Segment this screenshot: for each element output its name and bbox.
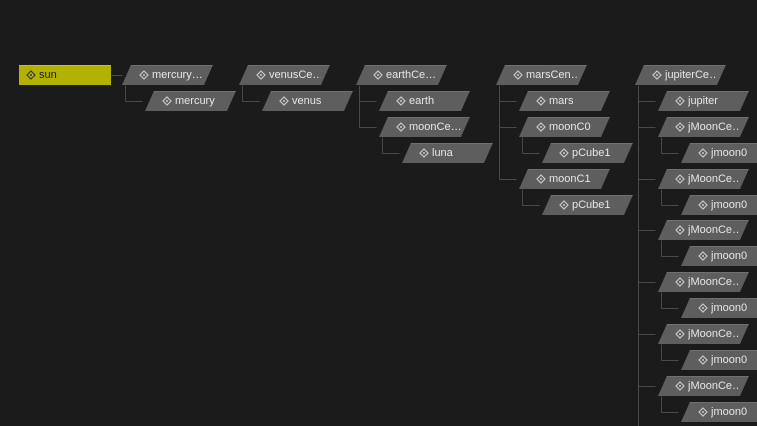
node-label: jMoonCe… <box>688 328 740 340</box>
transform-node-icon <box>419 148 429 158</box>
transform-node-icon <box>536 174 546 184</box>
node-jupiter[interactable]: jupiter <box>658 91 749 111</box>
node-jmoon-center[interactable]: jMoonCe… <box>658 117 749 137</box>
transform-node-icon <box>698 148 708 158</box>
transform-node-icon <box>698 200 708 210</box>
node-label: moonCe… <box>409 121 461 133</box>
node-label: jmoon0 <box>711 406 748 418</box>
node-label: venus <box>292 95 322 107</box>
transform-node-icon <box>396 122 406 132</box>
node-jmoon0[interactable]: jmoon0 <box>681 298 757 318</box>
transform-node-icon <box>373 70 383 80</box>
node-label: jmoon0 <box>711 147 748 159</box>
transform-node-icon <box>26 70 36 80</box>
transform-node-icon <box>536 122 546 132</box>
transform-node-icon <box>162 96 172 106</box>
node-moon-center[interactable]: moonCe… <box>379 117 470 137</box>
node-label: jMoonCe… <box>688 380 740 392</box>
node-label: moonC1 <box>549 173 591 185</box>
transform-node-icon <box>675 96 685 106</box>
transform-node-icon <box>559 200 569 210</box>
node-jmoon-center[interactable]: jMoonCe… <box>658 169 749 189</box>
node-venus[interactable]: venus <box>262 91 353 111</box>
transform-node-icon <box>675 122 685 132</box>
node-jmoon-center[interactable]: jMoonCe… <box>658 324 749 344</box>
transform-node-icon <box>698 355 708 365</box>
node-mercury[interactable]: mercury <box>145 91 236 111</box>
transform-node-icon <box>698 251 708 261</box>
node-label: jmoon0 <box>711 302 748 314</box>
transform-node-icon <box>396 96 406 106</box>
node-label: jMoonCe… <box>688 173 740 185</box>
node-jmoon0[interactable]: jmoon0 <box>681 402 757 422</box>
node-label: jmoon0 <box>711 199 748 211</box>
node-label: jMoonCe… <box>688 224 740 236</box>
node-venus-center[interactable]: venusCe… <box>239 65 330 85</box>
node-label: jupiter <box>688 95 718 107</box>
node-jmoon-center[interactable]: jMoonCe… <box>658 376 749 396</box>
node-label: moonC0 <box>549 121 591 133</box>
node-label: jMoonCe… <box>688 276 740 288</box>
node-label: marsCen… <box>526 69 578 81</box>
node-jmoon0[interactable]: jmoon0 <box>681 246 757 266</box>
node-label: jmoon0 <box>711 250 748 262</box>
transform-node-icon <box>675 277 685 287</box>
node-jmoon0[interactable]: jmoon0 <box>681 350 757 370</box>
node-label: jmoon0 <box>711 354 748 366</box>
node-moonc1[interactable]: moonC1 <box>519 169 610 189</box>
node-label: earth <box>409 95 435 107</box>
node-shape <box>19 65 111 85</box>
node-pcube1[interactable]: pCube1 <box>542 143 633 163</box>
node-jmoon-center[interactable]: jMoonCe… <box>658 272 749 292</box>
node-label: luna <box>432 147 453 159</box>
node-jmoon0[interactable]: jmoon0 <box>681 195 757 215</box>
node-label: pCube1 <box>572 147 611 159</box>
transform-node-icon <box>513 70 523 80</box>
node-label: sun <box>39 69 57 81</box>
transform-node-icon <box>698 407 708 417</box>
transform-node-icon <box>652 70 662 80</box>
node-pcube1[interactable]: pCube1 <box>542 195 633 215</box>
node-luna[interactable]: luna <box>402 143 493 163</box>
node-jupiter-center[interactable]: jupiterCe… <box>635 65 726 85</box>
node-mars-center[interactable]: marsCen… <box>496 65 587 85</box>
transform-node-icon <box>256 70 266 80</box>
transform-node-icon <box>675 225 685 235</box>
transform-node-icon <box>279 96 289 106</box>
node-label: jupiterCe… <box>665 69 717 81</box>
node-moonc0[interactable]: moonC0 <box>519 117 610 137</box>
transform-node-icon <box>698 303 708 313</box>
transform-node-icon <box>139 70 149 80</box>
node-earth[interactable]: earth <box>379 91 470 111</box>
node-label: jMoonCe… <box>688 121 740 133</box>
node-jmoon0[interactable]: jmoon0 <box>681 143 757 163</box>
node-label: mercury <box>175 95 215 107</box>
node-label: earthCe… <box>386 69 437 81</box>
transform-node-icon <box>675 329 685 339</box>
node-jmoon-center[interactable]: jMoonCe… <box>658 220 749 240</box>
node-label: mars <box>549 95 574 107</box>
node-label: mercury… <box>152 69 203 81</box>
transform-node-icon <box>675 174 685 184</box>
transform-node-icon <box>536 96 546 106</box>
transform-node-icon <box>675 381 685 391</box>
node-earth-center[interactable]: earthCe… <box>356 65 447 85</box>
transform-node-icon <box>559 148 569 158</box>
node-label: venusCe… <box>269 69 321 81</box>
node-label: pCube1 <box>572 199 611 211</box>
node-sun[interactable]: sun <box>19 65 111 85</box>
node-mars[interactable]: mars <box>519 91 610 111</box>
node-mercury-center[interactable]: mercury… <box>122 65 213 85</box>
